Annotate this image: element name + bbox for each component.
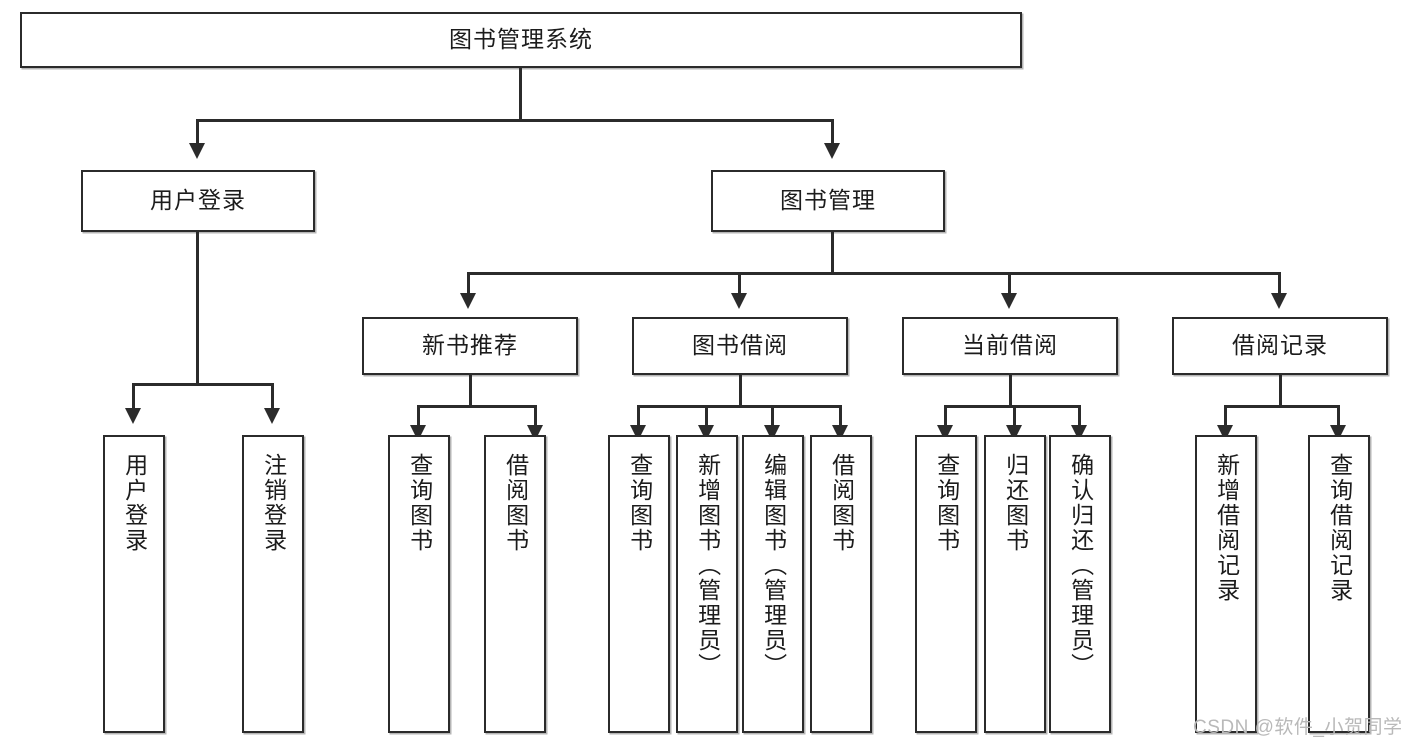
leaf-borrow-record-add-record[interactable]: 新增借阅记录	[1195, 435, 1257, 733]
leaf-current-borrow-query-book[interactable]: 查询图书	[915, 435, 977, 733]
edge-borrow-record-bus	[1224, 405, 1340, 408]
leaf-new-book-query-book[interactable]: 查询图书	[388, 435, 450, 733]
leaf-book-borrow-query-book[interactable]: 查询图书	[608, 435, 670, 733]
node-label: 确认归还（管理员）	[1067, 453, 1094, 678]
arrow-book-mgmt-to-new-book	[460, 293, 476, 309]
edge-book-mgmt-bus	[467, 272, 1281, 275]
edge-borrow-record-to-leaf2	[1337, 405, 1340, 427]
arrow-user-login-to-leaf1	[125, 408, 141, 424]
edge-user-login-bus	[132, 383, 274, 386]
edge-book-mgmt-to-current-borrow	[1008, 272, 1011, 295]
leaf-user-login-login[interactable]: 用户登录	[103, 435, 165, 733]
node-label: 借阅记录	[1232, 332, 1328, 359]
edge-current-borrow-to-leaf3	[1078, 405, 1081, 427]
edge-root-bus	[196, 119, 834, 122]
node-label: 用户登录	[121, 453, 148, 553]
edge-user-login-stem	[196, 232, 199, 385]
edge-book-borrow-to-leaf4	[839, 405, 842, 427]
leaf-borrow-record-query-record[interactable]: 查询借阅记录	[1308, 435, 1370, 733]
edge-current-borrow-stem	[1009, 375, 1012, 407]
leaf-new-book-borrow-book[interactable]: 借阅图书	[484, 435, 546, 733]
edge-root-stem	[519, 68, 522, 120]
arrow-root-to-user-login	[189, 143, 205, 159]
node-label: 查询图书	[626, 453, 653, 553]
edge-new-book-stem	[469, 375, 472, 407]
arrow-book-mgmt-to-book-borrow	[731, 293, 747, 309]
edge-borrow-record-to-leaf1	[1224, 405, 1227, 427]
edge-book-borrow-to-leaf2	[705, 405, 708, 427]
node-label: 借阅图书	[502, 453, 529, 553]
leaf-current-borrow-return-book[interactable]: 归还图书	[984, 435, 1046, 733]
node-label: 新增图书（管理员）	[694, 453, 721, 678]
leaf-book-borrow-add-book[interactable]: 新增图书（管理员）	[676, 435, 738, 733]
edge-new-book-bus	[417, 405, 537, 408]
node-label: 借阅图书	[828, 453, 855, 553]
node-root-system[interactable]: 图书管理系统	[20, 12, 1022, 68]
leaf-book-borrow-edit-book[interactable]: 编辑图书（管理员）	[742, 435, 804, 733]
node-user-login[interactable]: 用户登录	[81, 170, 315, 232]
node-label: 编辑图书（管理员）	[760, 453, 787, 678]
edge-book-mgmt-to-borrow-record	[1278, 272, 1281, 295]
edge-root-to-book-mgmt	[831, 119, 834, 145]
arrow-book-mgmt-to-borrow-record	[1271, 293, 1287, 309]
node-label: 新书推荐	[422, 332, 518, 359]
node-current-borrow[interactable]: 当前借阅	[902, 317, 1118, 375]
arrow-root-to-book-mgmt	[824, 143, 840, 159]
edge-new-book-to-leaf1	[417, 405, 420, 427]
node-label: 查询图书	[406, 453, 433, 553]
edge-book-borrow-to-leaf1	[637, 405, 640, 427]
leaf-book-borrow-borrow-book[interactable]: 借阅图书	[810, 435, 872, 733]
edge-current-borrow-to-leaf2	[1013, 405, 1016, 427]
leaf-user-login-logout[interactable]: 注销登录	[242, 435, 304, 733]
edge-new-book-to-leaf2	[534, 405, 537, 427]
edge-current-borrow-bus	[944, 405, 1081, 408]
node-label: 图书管理系统	[449, 26, 593, 53]
node-label: 查询借阅记录	[1326, 453, 1353, 603]
node-new-book-recommend[interactable]: 新书推荐	[362, 317, 578, 375]
edge-root-to-user-login	[196, 119, 199, 145]
node-label: 注销登录	[260, 453, 287, 553]
leaf-current-borrow-confirm-return[interactable]: 确认归还（管理员）	[1049, 435, 1111, 733]
node-label: 用户登录	[150, 187, 246, 214]
arrow-book-mgmt-to-current-borrow	[1001, 293, 1017, 309]
node-label: 归还图书	[1002, 453, 1029, 553]
edge-current-borrow-to-leaf1	[944, 405, 947, 427]
edge-book-borrow-to-leaf3	[771, 405, 774, 427]
node-label: 图书管理	[780, 187, 876, 214]
edge-book-mgmt-to-book-borrow	[738, 272, 741, 295]
edge-borrow-record-stem	[1279, 375, 1282, 407]
node-book-management[interactable]: 图书管理	[711, 170, 945, 232]
edge-book-borrow-bus	[637, 405, 842, 408]
edge-user-login-to-leaf1	[132, 383, 135, 410]
node-book-borrow[interactable]: 图书借阅	[632, 317, 848, 375]
edge-user-login-to-leaf2	[271, 383, 274, 410]
node-label: 新增借阅记录	[1213, 453, 1240, 603]
node-label: 当前借阅	[962, 332, 1058, 359]
edge-book-mgmt-to-new-book	[467, 272, 470, 295]
arrow-user-login-to-leaf2	[264, 408, 280, 424]
edge-book-mgmt-stem	[831, 232, 834, 274]
node-label: 查询图书	[933, 453, 960, 553]
edge-book-borrow-stem	[739, 375, 742, 407]
node-borrow-record[interactable]: 借阅记录	[1172, 317, 1388, 375]
node-label: 图书借阅	[692, 332, 788, 359]
